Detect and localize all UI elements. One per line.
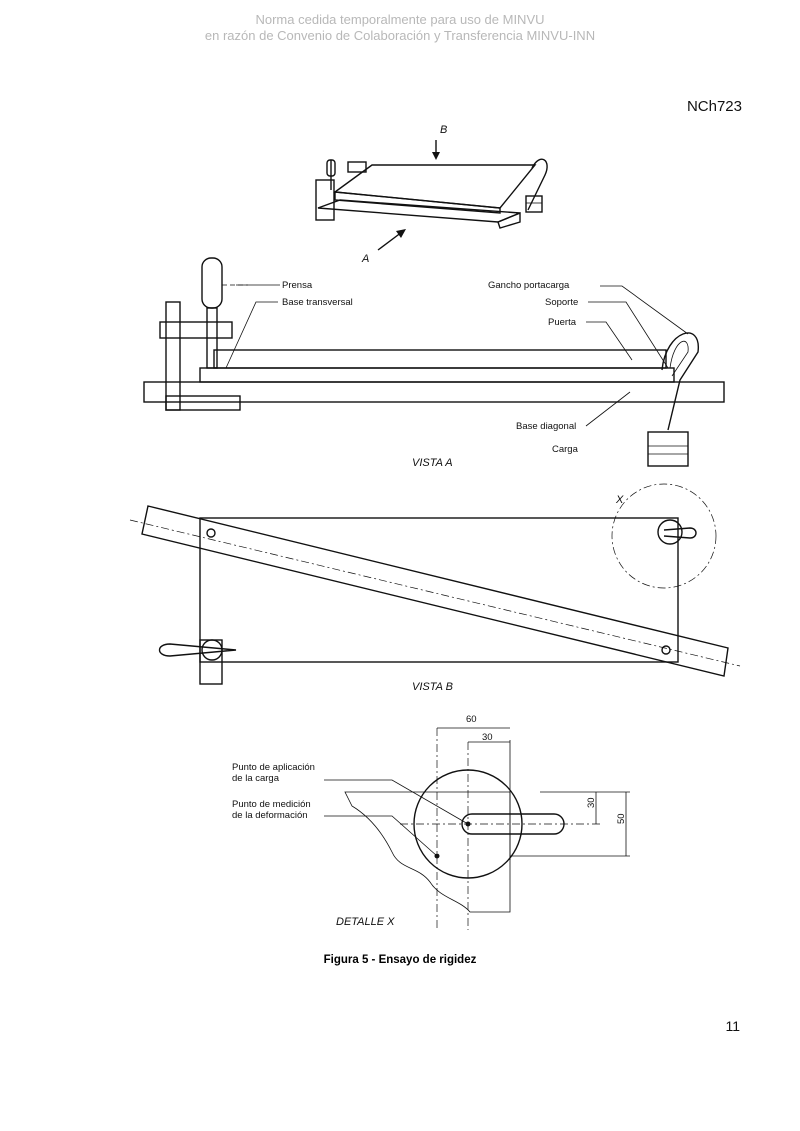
dim-60: 60 — [466, 714, 477, 725]
isometric-view: B A — [315, 124, 548, 265]
door-panel — [213, 349, 667, 369]
leader-base-diagonal — [585, 391, 631, 427]
label-punto-medicion-2: de la deformación — [232, 810, 308, 821]
iso-base — [317, 199, 521, 223]
support-disc — [657, 519, 683, 545]
label-gancho-portacarga: Gancho portacarga — [488, 280, 570, 291]
base-diagonal-bar — [143, 381, 725, 403]
arrow-a-label: A — [361, 253, 369, 265]
label-base-transversal: Base transversal — [282, 297, 353, 308]
label-base-diagonal: Base diagonal — [516, 421, 576, 432]
iso-clamp-handle — [326, 159, 336, 177]
arrow-b-head — [432, 152, 440, 160]
watermark-line-2: en razón de Convenio de Colaboración y T… — [204, 28, 596, 43]
label-punto-medicion-1: Punto de medición — [232, 799, 311, 810]
dim-50: 50 — [616, 813, 627, 824]
leader-load-point — [324, 779, 469, 825]
door-panel-top-view — [199, 517, 679, 663]
clamp-bottom-arm — [165, 395, 241, 411]
load-hook — [661, 332, 699, 431]
clamp-top-arm — [159, 321, 233, 339]
leader-measure-point — [324, 815, 438, 857]
load-weight — [647, 431, 689, 467]
detalle-x: 60 30 30 50 Punto de aplicación de la ca… — [232, 714, 630, 930]
clamp-lever — [158, 643, 237, 657]
iso-clamp-jaw — [347, 161, 367, 173]
label-puerta: Puerta — [548, 317, 577, 328]
iso-clamp-body — [315, 179, 335, 221]
arrow-b-label: B — [440, 124, 447, 136]
dim-30-top: 30 — [482, 732, 493, 743]
watermark-line-1: Norma cedida temporalmente para uso de M… — [255, 12, 545, 27]
detail-circle-x — [611, 483, 717, 589]
vista-b: X VISTA B — [129, 483, 741, 693]
leader-puerta — [586, 321, 633, 361]
iso-base-end — [497, 211, 521, 229]
detalle-x-title: DETALLE X — [336, 916, 395, 928]
iso-door-edge — [334, 191, 501, 214]
door-corner-section — [344, 791, 511, 913]
dim-30-side: 30 — [586, 797, 597, 808]
iso-hook — [527, 158, 548, 211]
base-transversal-bar — [199, 367, 675, 383]
figure-caption: Figura 5 - Ensayo de rigidez — [323, 954, 477, 966]
leader-base-transversal — [225, 301, 278, 369]
clamp-handle — [201, 257, 223, 309]
vista-b-title: VISTA B — [412, 681, 453, 693]
iso-weight — [525, 195, 543, 213]
label-punto-carga-2: de la carga — [232, 773, 280, 784]
support-slot — [663, 527, 697, 539]
clamp-knob — [201, 639, 223, 661]
clamp-frame — [165, 301, 181, 411]
page-number: 11 — [725, 1018, 740, 1034]
vista-a-title: VISTA A — [412, 457, 453, 469]
bolt-left — [206, 528, 216, 538]
label-prensa: Prensa — [282, 280, 313, 291]
vista-a: Prensa Base transversal Gancho portacarg… — [143, 257, 725, 469]
label-soporte: Soporte — [545, 297, 578, 308]
label-carga: Carga — [552, 444, 579, 455]
label-punto-carga-1: Punto de aplicación — [232, 762, 315, 773]
detail-mark-x: X — [615, 494, 624, 506]
arrow-a-shaft — [377, 231, 403, 251]
document-reference: NCh723 — [686, 98, 742, 115]
diagonal-base-bar — [141, 505, 729, 677]
arrow-a-head — [396, 229, 406, 238]
bolt-right — [661, 645, 671, 655]
leader-soporte — [588, 301, 669, 369]
leader-gancho — [600, 285, 689, 335]
